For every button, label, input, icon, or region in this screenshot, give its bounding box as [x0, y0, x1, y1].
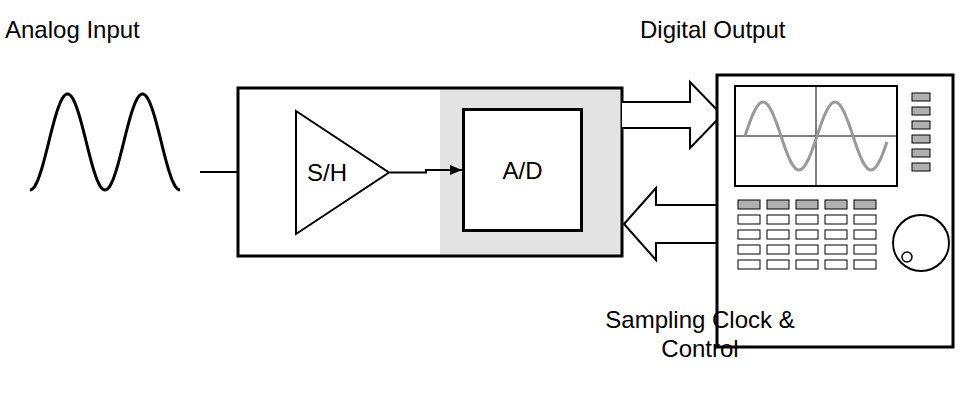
softkey — [912, 135, 930, 143]
key — [854, 200, 876, 209]
amplifier-triangle — [296, 111, 389, 234]
key — [767, 260, 789, 269]
key — [825, 215, 847, 224]
key — [738, 230, 760, 239]
key — [767, 200, 789, 209]
softkey — [912, 163, 930, 171]
key — [796, 230, 818, 239]
control-bus-arrow — [624, 188, 717, 260]
key — [738, 260, 760, 269]
clock-control-label: Sampling Clock & Control — [600, 305, 800, 363]
node-label: A/D — [502, 156, 542, 185]
softkey — [912, 107, 930, 115]
softkey — [912, 149, 930, 157]
key — [825, 245, 847, 254]
key — [738, 245, 760, 254]
keypad — [738, 200, 876, 269]
converter-shading — [440, 88, 622, 256]
signal-arrow — [390, 170, 462, 173]
key — [854, 230, 876, 239]
key — [796, 245, 818, 254]
knob-marker — [902, 252, 912, 262]
instrument-screen — [735, 86, 897, 186]
data-bus-arrow — [622, 82, 722, 148]
key — [854, 215, 876, 224]
key — [796, 200, 818, 209]
key — [767, 230, 789, 239]
key — [825, 200, 847, 209]
softkey — [912, 121, 930, 129]
sample-hold-amplifier: S/H — [295, 110, 390, 235]
input-label: Analog Input — [5, 15, 265, 44]
converter-housing — [238, 88, 622, 256]
key — [825, 260, 847, 269]
key — [854, 260, 876, 269]
converter-housing-ground — [238, 88, 622, 256]
key — [767, 245, 789, 254]
screen-trace — [745, 102, 887, 170]
converter-box: A/D — [462, 108, 583, 232]
softkey-column — [912, 93, 930, 171]
key — [796, 215, 818, 224]
key — [854, 245, 876, 254]
node-label: S/H — [295, 158, 347, 187]
output-label: Digital Output — [640, 15, 940, 44]
input-sine-wave — [30, 94, 180, 190]
softkey — [912, 93, 930, 101]
key — [796, 260, 818, 269]
control-knob — [893, 215, 949, 271]
key — [825, 230, 847, 239]
key — [738, 200, 760, 209]
key — [767, 215, 789, 224]
key — [738, 215, 760, 224]
